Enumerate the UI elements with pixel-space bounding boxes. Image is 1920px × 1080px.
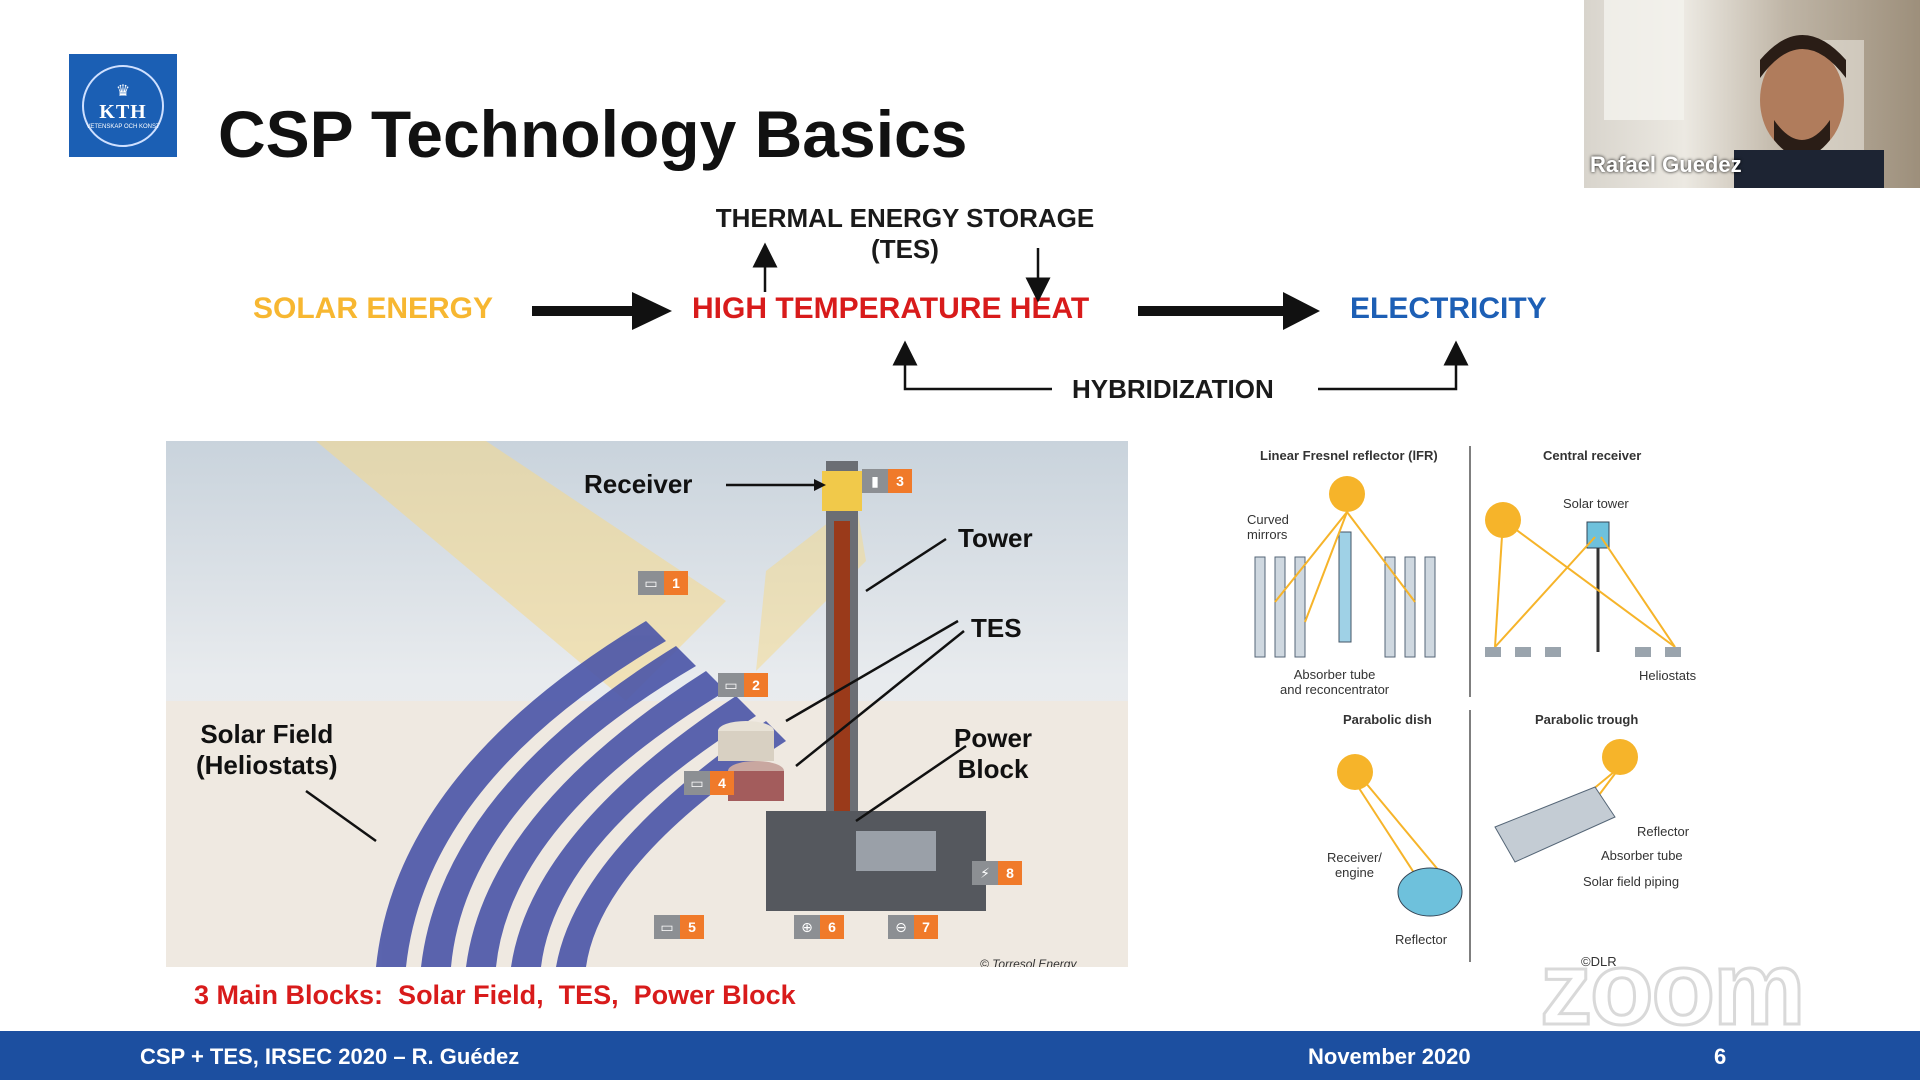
- footer-event: CSP + TES, IRSEC 2020 – R. Guédez: [140, 1044, 520, 1069]
- tag-5: ▭5: [654, 915, 704, 939]
- tag-7: ⊖7: [888, 915, 938, 939]
- footer-date: November 2020: [1308, 1044, 1471, 1069]
- tag-2: ▭2: [718, 673, 768, 697]
- slide-title: CSP Technology Basics: [218, 97, 968, 171]
- receiver-engine-label: Receiver/engine: [1327, 850, 1382, 880]
- receiver-label: Receiver: [584, 469, 693, 499]
- slide-number: 6: [1714, 1044, 1727, 1069]
- tower-label: Tower: [958, 523, 1033, 553]
- trough-reflector-label: Reflector: [1637, 824, 1690, 839]
- tag-6: ⊕6: [794, 915, 844, 939]
- dlr-credit: ©DLR: [1581, 954, 1617, 969]
- tes-label: THERMAL ENERGY STORAGE (TES): [700, 203, 1110, 265]
- electricity-label: ELECTRICITY: [1350, 292, 1547, 325]
- slide-footer: [0, 1031, 1920, 1080]
- solar-field-label: Solar Field (Heliostats): [196, 719, 338, 781]
- solar-field-piping-label: Solar field piping: [1583, 874, 1680, 889]
- solar-field-line2: (Heliostats): [196, 750, 338, 780]
- participant-video: [1604, 0, 1884, 188]
- high-temperature-heat-label: HIGH TEMPERATURE HEAT: [692, 292, 1090, 325]
- power-block-label: Power Block: [954, 723, 1032, 785]
- power-block-line2: Block: [957, 754, 1029, 784]
- central-receiver-title: Central receiver: [1543, 448, 1642, 463]
- arrow-hybridization-to-electricity: [1318, 340, 1469, 391]
- participant-video-tile[interactable]: [1584, 0, 1920, 188]
- torresol-credit: © Torresol Energy: [980, 957, 1077, 967]
- power-block-line1: Power: [954, 723, 1033, 753]
- arrow-solar-to-heat: [532, 292, 672, 330]
- solar-field-line1: Solar Field: [200, 719, 334, 749]
- flow-arrows: [532, 242, 1469, 391]
- hybridization-label: HYBRIDIZATION: [1072, 374, 1274, 404]
- csp-plant-illustration: Receiver Tower TES Solar Field (Heliosta…: [166, 441, 1128, 967]
- tag-8: ⚡8: [972, 861, 1022, 885]
- participant-name: Rafael Guedez: [1590, 152, 1742, 177]
- csp-types-graphic: [1254, 446, 1681, 962]
- kth-logo: ♛ KTH VETENSKAP OCH KONST: [69, 54, 177, 157]
- logo-text: KTH: [99, 101, 147, 123]
- plant-graphic: [166, 441, 1128, 967]
- fresnel-title: Linear Fresnel reflector (lFR): [1260, 448, 1438, 463]
- parabolic-dish-title: Parabolic dish: [1343, 712, 1432, 727]
- arrow-hybridization-to-heat: [892, 340, 1052, 391]
- logo-subtext: VETENSKAP OCH KONST: [86, 124, 160, 130]
- absorber-tube-label: Absorber tube: [1601, 848, 1683, 863]
- heliostats-label: Heliostats: [1639, 668, 1697, 683]
- zoom-watermark: zoom: [1539, 930, 1808, 1049]
- main-blocks-caption: 3 Main Blocks: Solar Field, TES, Power B…: [194, 980, 796, 1010]
- parabolic-trough-title: Parabolic trough: [1535, 712, 1639, 727]
- tag-4: ▭4: [684, 771, 734, 795]
- tag-1: ▭1: [638, 571, 688, 595]
- tes-label-line2: (TES): [871, 234, 939, 264]
- tes-label-line1: THERMAL ENERGY STORAGE: [715, 203, 1095, 233]
- csp-types-diagram: Linear Fresnel reflector (lFR) Central r…: [1235, 442, 1725, 969]
- crown-icon: ♛ KTH VETENSKAP OCH KONST: [82, 64, 164, 147]
- tes-plant-label: TES: [971, 613, 1022, 643]
- tag-3: ▮3: [862, 469, 912, 493]
- arrow-heat-to-electricity: [1138, 292, 1320, 330]
- solar-energy-label: SOLAR ENERGY: [253, 292, 494, 325]
- dish-reflector-label: Reflector: [1395, 932, 1448, 947]
- solar-tower-label: Solar tower: [1563, 496, 1629, 511]
